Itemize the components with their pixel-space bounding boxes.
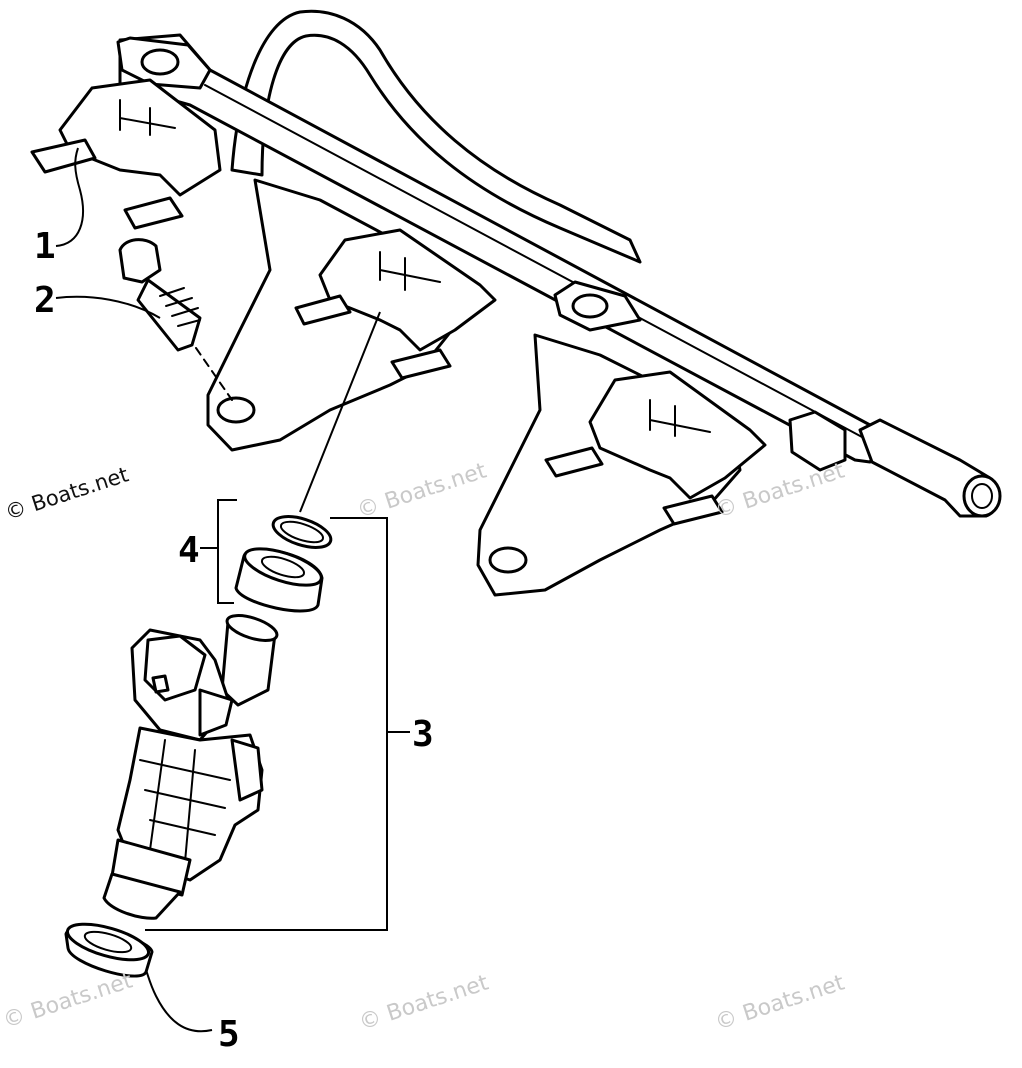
leader-lines bbox=[55, 147, 410, 1033]
leader-line-2 bbox=[55, 295, 161, 319]
leader-line-1 bbox=[55, 147, 84, 247]
injector-grommet bbox=[234, 547, 324, 613]
o-ring bbox=[271, 515, 333, 549]
watermark-bottom-center: © Boats.net bbox=[356, 970, 492, 1035]
watermark-center: © Boats.net bbox=[354, 458, 490, 523]
watermark-bottom-right: © Boats.net bbox=[712, 970, 848, 1035]
lower-seal bbox=[64, 922, 154, 978]
middle-mount-bracket bbox=[206, 178, 497, 452]
callouts: 1 2 3 4 5 bbox=[34, 226, 434, 1055]
fuel-rail bbox=[116, 33, 1002, 518]
bracket-4 bbox=[200, 499, 237, 604]
leader-line-3-injector bbox=[299, 311, 381, 513]
callout-4: 4 bbox=[178, 530, 200, 571]
fuel-supply-tube bbox=[230, 9, 642, 264]
leader-line-5 bbox=[145, 969, 213, 1033]
callout-3: 3 bbox=[412, 714, 434, 755]
mounting-bolt bbox=[118, 238, 233, 401]
watermark-main: © Boats.net bbox=[2, 462, 131, 524]
right-mount-bracket bbox=[476, 333, 767, 597]
left-injector-cup bbox=[30, 78, 222, 230]
callout-2: 2 bbox=[34, 280, 56, 321]
callout-1: 1 bbox=[34, 226, 56, 267]
fuel-injector bbox=[102, 614, 279, 920]
callout-5: 5 bbox=[218, 1014, 240, 1055]
leader-line-3 bbox=[145, 517, 410, 931]
watermark-bottom-left: © Boats.net bbox=[0, 968, 136, 1033]
